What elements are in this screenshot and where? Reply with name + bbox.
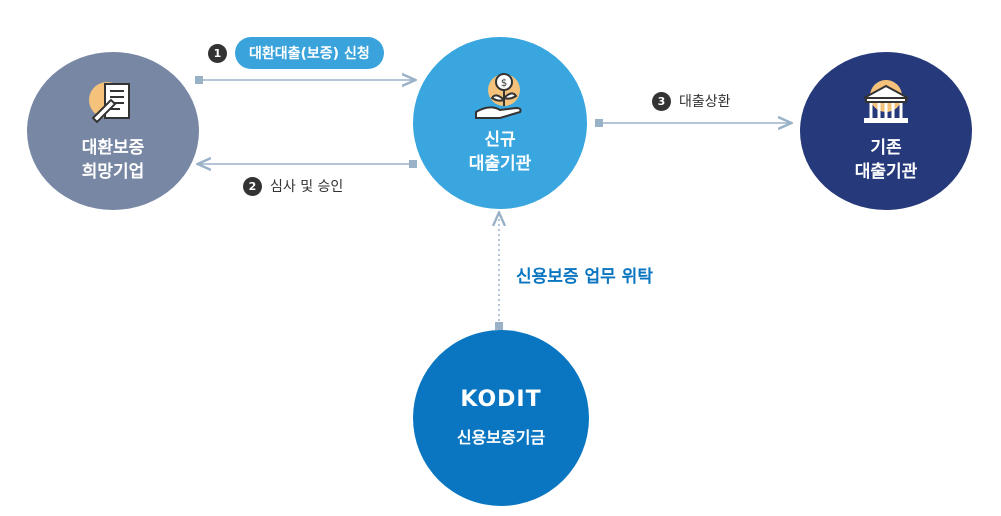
- step-2: 2 심사 및 승인: [243, 176, 343, 196]
- document-pen-icon: [89, 82, 130, 124]
- step-3: 3 대출상환: [652, 91, 731, 111]
- step-1-number: 1: [208, 43, 227, 63]
- money-plant-hand-icon: $: [475, 73, 522, 119]
- node-old-lender: 기존 대출기관: [800, 52, 972, 210]
- delegation-label: 신용보증 업무 위탁: [516, 267, 653, 287]
- step-2-number: 2: [243, 176, 262, 196]
- applicant-label-2: 희망기업: [81, 162, 145, 182]
- old-lender-label-2: 대출기관: [854, 162, 918, 182]
- new-lender-label-2: 대출기관: [468, 154, 532, 174]
- step-2-label: 심사 및 승인: [270, 179, 344, 195]
- step-1: 1 대환대출(보증) 신청: [208, 37, 384, 69]
- old-lender-label-1: 기존: [870, 138, 902, 158]
- node-new-lender: $ 신규 대출기관: [413, 37, 587, 209]
- new-lender-label-1: 신규: [484, 130, 516, 150]
- step-3-number: 3: [652, 91, 671, 111]
- applicant-label-1: 대환보증: [81, 138, 145, 158]
- bank-building-icon: [863, 80, 909, 123]
- node-kodit: KODIT 신용보증기금: [413, 330, 589, 506]
- step-1-label: 대환대출(보증) 신청: [235, 37, 384, 69]
- node-applicant: 대환보증 희망기업: [27, 52, 199, 210]
- kodit-logo: KODIT: [460, 386, 542, 412]
- step-3-label: 대출상환: [679, 94, 731, 110]
- svg-text:$: $: [501, 78, 507, 89]
- kodit-label: 신용보증기금: [456, 427, 546, 447]
